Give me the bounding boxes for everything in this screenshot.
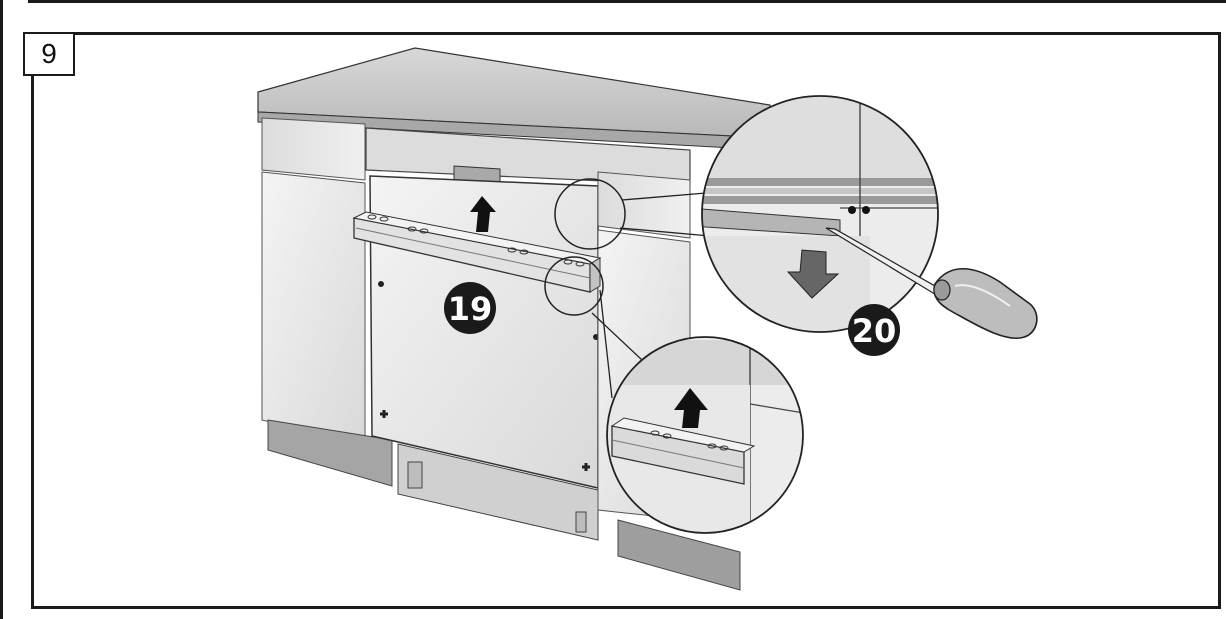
arrow-down-icon — [786, 249, 840, 299]
detail-circle-top — [554, 178, 626, 250]
mounting-strip — [352, 211, 602, 293]
dishwasher-control-strip — [365, 127, 691, 186]
callout-number-20: 20 — [852, 312, 897, 350]
callout-badge-19: 19 — [444, 282, 496, 334]
step-number: 9 — [41, 38, 57, 69]
arrow-up-icon — [674, 388, 708, 428]
illustration-frame — [31, 32, 1221, 609]
arrow-up-icon — [470, 196, 496, 232]
worktop — [257, 47, 771, 151]
leader-line — [619, 227, 711, 237]
callout-number-19: 19 — [448, 290, 493, 328]
step-number-box: 9 — [23, 32, 75, 76]
screwdriver-icon — [825, 227, 1038, 340]
left-cabinet — [261, 117, 393, 487]
dishwasher-plinth — [397, 443, 599, 541]
detail-circle-bottom — [544, 256, 604, 316]
leader-line — [599, 289, 613, 399]
leader-line — [621, 192, 707, 201]
callout-badge-20: 20 — [848, 304, 900, 356]
page-top-rule — [28, 0, 1226, 3]
page-left-rule — [0, 0, 3, 619]
leader-line — [591, 312, 643, 361]
